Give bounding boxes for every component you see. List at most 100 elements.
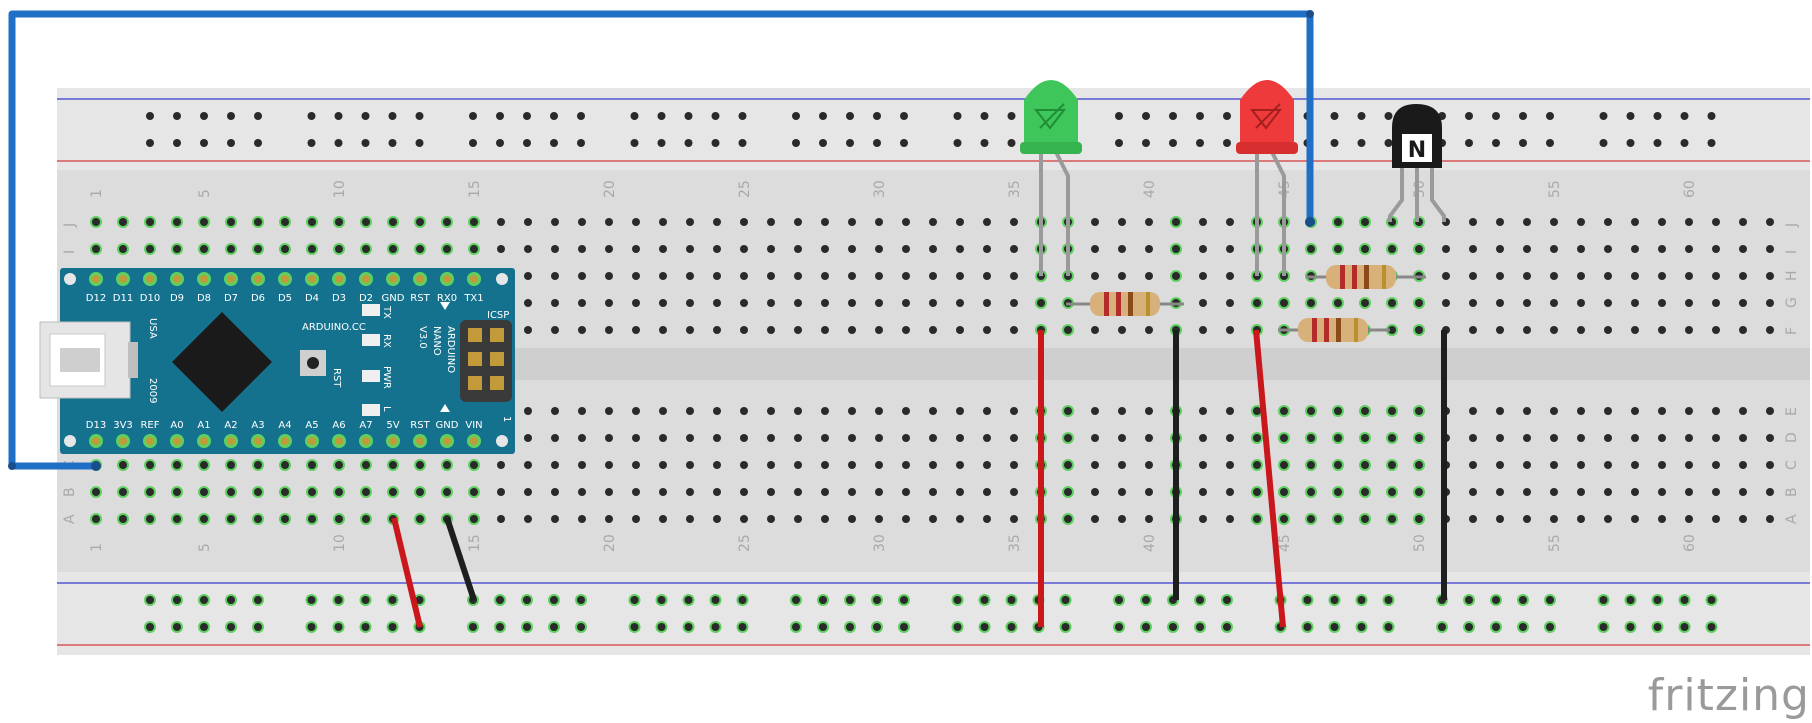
breadboard-hole bbox=[956, 326, 964, 334]
breadboard-hole bbox=[1118, 326, 1126, 334]
breadboard-hole bbox=[1307, 407, 1315, 415]
breadboard-hole bbox=[119, 515, 127, 523]
breadboard-hole bbox=[146, 218, 154, 226]
breadboard-hole bbox=[1334, 299, 1342, 307]
breadboard-hole bbox=[578, 272, 586, 280]
breadboard-hole bbox=[281, 461, 289, 469]
breadboard-hole bbox=[1604, 434, 1612, 442]
breadboard-hole bbox=[848, 488, 856, 496]
resistor-3 bbox=[1278, 318, 1390, 342]
breadboard-hole bbox=[1388, 299, 1396, 307]
breadboard-hole bbox=[821, 272, 829, 280]
row-letter: E bbox=[1784, 407, 1800, 416]
breadboard-hole bbox=[929, 461, 937, 469]
breadboard-hole bbox=[1469, 218, 1477, 226]
breadboard-hole bbox=[551, 218, 559, 226]
rail-hole bbox=[200, 112, 208, 120]
rail-hole bbox=[1626, 623, 1635, 631]
breadboard-hole bbox=[1685, 407, 1693, 415]
column-number: 30 bbox=[872, 534, 888, 552]
rail-hole bbox=[846, 139, 854, 147]
breadboard-hole bbox=[605, 461, 613, 469]
breadboard-hole bbox=[443, 245, 451, 253]
breadboard-hole bbox=[1253, 434, 1261, 442]
breadboard-hole bbox=[1415, 515, 1423, 523]
rail-hole bbox=[1707, 112, 1716, 120]
breadboard-hole bbox=[713, 488, 721, 496]
breadboard-hole bbox=[848, 218, 856, 226]
nano-pin-label-bottom: REF bbox=[140, 420, 159, 431]
breadboard-hole bbox=[1631, 245, 1639, 253]
breadboard-hole bbox=[929, 218, 937, 226]
breadboard-hole bbox=[497, 245, 505, 253]
rail-hole bbox=[1653, 596, 1662, 604]
column-number: 5 bbox=[197, 189, 213, 198]
breadboard-hole bbox=[470, 461, 478, 469]
rail-hole bbox=[1438, 623, 1446, 631]
breadboard-hole bbox=[1739, 245, 1747, 253]
rail-hole bbox=[900, 112, 908, 120]
breadboard-hole bbox=[1550, 272, 1558, 280]
rail-hole bbox=[334, 112, 343, 120]
breadboard-hole bbox=[1739, 434, 1747, 442]
rail-hole bbox=[953, 623, 962, 631]
rail-hole bbox=[711, 112, 720, 120]
rail-hole bbox=[980, 623, 989, 631]
rail-hole bbox=[1196, 112, 1204, 120]
rail-hole bbox=[1357, 139, 1366, 147]
breadboard-hole bbox=[254, 488, 262, 496]
breadboard-hole bbox=[1226, 299, 1234, 307]
breadboard-hole bbox=[1388, 326, 1396, 334]
breadboard-hole bbox=[848, 461, 856, 469]
rail-hole bbox=[469, 112, 477, 120]
icsp-pin1-label: 1 bbox=[501, 416, 512, 422]
breadboard-hole bbox=[227, 218, 235, 226]
rail-hole bbox=[792, 623, 800, 631]
breadboard-hole bbox=[1550, 299, 1558, 307]
breadboard-hole bbox=[1604, 272, 1612, 280]
rail-hole bbox=[227, 112, 235, 120]
breadboard-hole bbox=[1010, 515, 1018, 523]
breadboard-hole bbox=[821, 245, 829, 253]
rail-hole bbox=[146, 112, 154, 120]
breadboard-hole bbox=[1685, 488, 1693, 496]
rail-hole bbox=[550, 596, 558, 604]
breadboard-hole bbox=[1010, 434, 1018, 442]
breadboard-hole bbox=[524, 218, 532, 226]
breadboard-hole bbox=[1415, 326, 1423, 334]
breadboard-hole bbox=[578, 488, 586, 496]
breadboard-hole bbox=[362, 461, 370, 469]
breadboard-hole bbox=[1280, 515, 1288, 523]
breadboard-hole bbox=[146, 245, 154, 253]
nano-pin-label-top: D7 bbox=[224, 293, 238, 304]
breadboard-hole bbox=[1577, 515, 1585, 523]
breadboard-hole bbox=[119, 218, 127, 226]
rst-label: RST bbox=[331, 368, 342, 388]
breadboard-hole bbox=[632, 407, 640, 415]
breadboard-hole bbox=[1145, 407, 1153, 415]
rail-hole bbox=[953, 139, 962, 147]
breadboard-hole bbox=[1334, 461, 1342, 469]
breadboard-hole bbox=[1658, 407, 1666, 415]
breadboard-hole bbox=[605, 407, 613, 415]
rail-hole bbox=[953, 112, 962, 120]
breadboard-hole bbox=[794, 488, 802, 496]
breadboard-hole bbox=[308, 461, 316, 469]
breadboard-hole bbox=[335, 488, 343, 496]
breadboard-hole bbox=[1307, 245, 1315, 253]
breadboard-hole bbox=[956, 272, 964, 280]
breadboard-hole bbox=[794, 515, 802, 523]
breadboard-hole bbox=[551, 434, 559, 442]
rail-hole bbox=[1653, 139, 1662, 147]
breadboard-hole bbox=[1415, 407, 1423, 415]
breadboard-hole bbox=[1145, 218, 1153, 226]
breadboard-hole bbox=[983, 326, 991, 334]
breadboard-hole bbox=[1226, 434, 1234, 442]
breadboard-hole bbox=[929, 515, 937, 523]
column-number: 50 bbox=[1412, 180, 1428, 198]
breadboard-hole bbox=[1469, 326, 1477, 334]
breadboard-hole bbox=[227, 245, 235, 253]
rail-hole bbox=[1519, 112, 1527, 120]
breadboard-hole bbox=[1037, 299, 1045, 307]
breadboard-hole bbox=[1766, 515, 1774, 523]
